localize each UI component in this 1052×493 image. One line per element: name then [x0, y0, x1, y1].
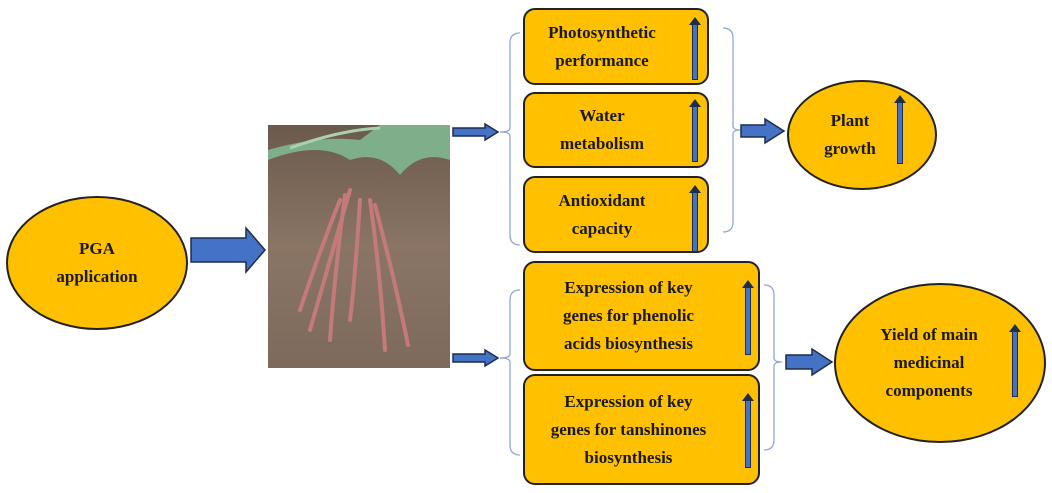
water-metabolism-label: Water metabolism: [559, 106, 645, 153]
pga-application-node: PGA application: [6, 196, 188, 330]
photosynthesis-box: Photosynthetic performance: [523, 8, 709, 85]
plant-roots-photo: [268, 125, 450, 368]
water-metabolism-box: Water metabolism: [523, 92, 709, 168]
brackets: [499, 27, 783, 456]
yield-node: Yield of main medicinal components: [834, 283, 1046, 443]
photo-to-genes-arrow: [452, 348, 500, 368]
increase-arrow-icon: [1009, 324, 1021, 397]
phenolic-genes-label: Expression of key genes for phenolic aci…: [563, 278, 694, 353]
increase-arrow-icon: [689, 17, 701, 80]
antioxidant-box: Antioxidant capacity: [523, 176, 709, 253]
increase-arrow-icon: [894, 95, 906, 164]
photo-to-physiology-arrow: [452, 122, 500, 142]
increase-arrow-icon: [742, 393, 754, 468]
phenolic-genes-box: Expression of key genes for phenolic aci…: [523, 261, 760, 371]
increase-arrow-icon: [742, 280, 754, 355]
tanshinone-genes-box: Expression of key genes for tanshinones …: [523, 374, 760, 485]
increase-arrow-icon: [689, 185, 701, 252]
tanshinone-genes-label: Expression of key genes for tanshinones …: [550, 391, 707, 467]
source-arrow: [190, 225, 266, 275]
plant-growth-label: Plant growth: [824, 111, 876, 158]
to-growth-arrow: [740, 117, 786, 145]
plant-growth-node: Plant growth: [787, 80, 937, 190]
photosynthesis-label: Photosynthetic performance: [548, 22, 656, 70]
increase-arrow-icon: [689, 99, 701, 162]
antioxidant-label: Antioxidant capacity: [558, 190, 646, 238]
to-yield-arrow: [785, 347, 834, 377]
yield-label: Yield of main medicinal components: [880, 325, 978, 400]
pga-application-label: PGA application: [56, 239, 138, 286]
